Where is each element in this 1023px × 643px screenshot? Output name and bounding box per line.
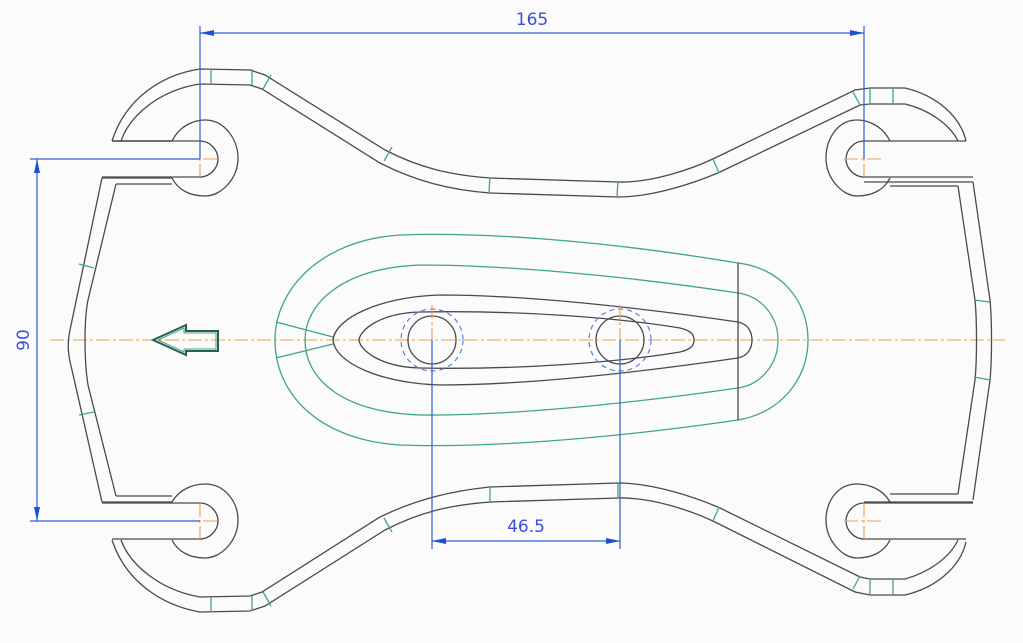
dimension-46-5[interactable]: 46.5 bbox=[431, 340, 621, 549]
bend-lines bbox=[78, 69, 991, 612]
dimension-165-text: 165 bbox=[516, 10, 548, 30]
dimension-165[interactable]: 165 bbox=[199, 10, 865, 159]
left-arrow-icon bbox=[150, 323, 219, 357]
slot-bottom-right bbox=[825, 483, 973, 559]
dimension-46-5-text: 46.5 bbox=[507, 517, 545, 537]
emboss-feature bbox=[274, 233, 809, 447]
dimension-90-text: 90 bbox=[14, 329, 34, 351]
dimension-90[interactable]: 90 bbox=[14, 158, 200, 522]
